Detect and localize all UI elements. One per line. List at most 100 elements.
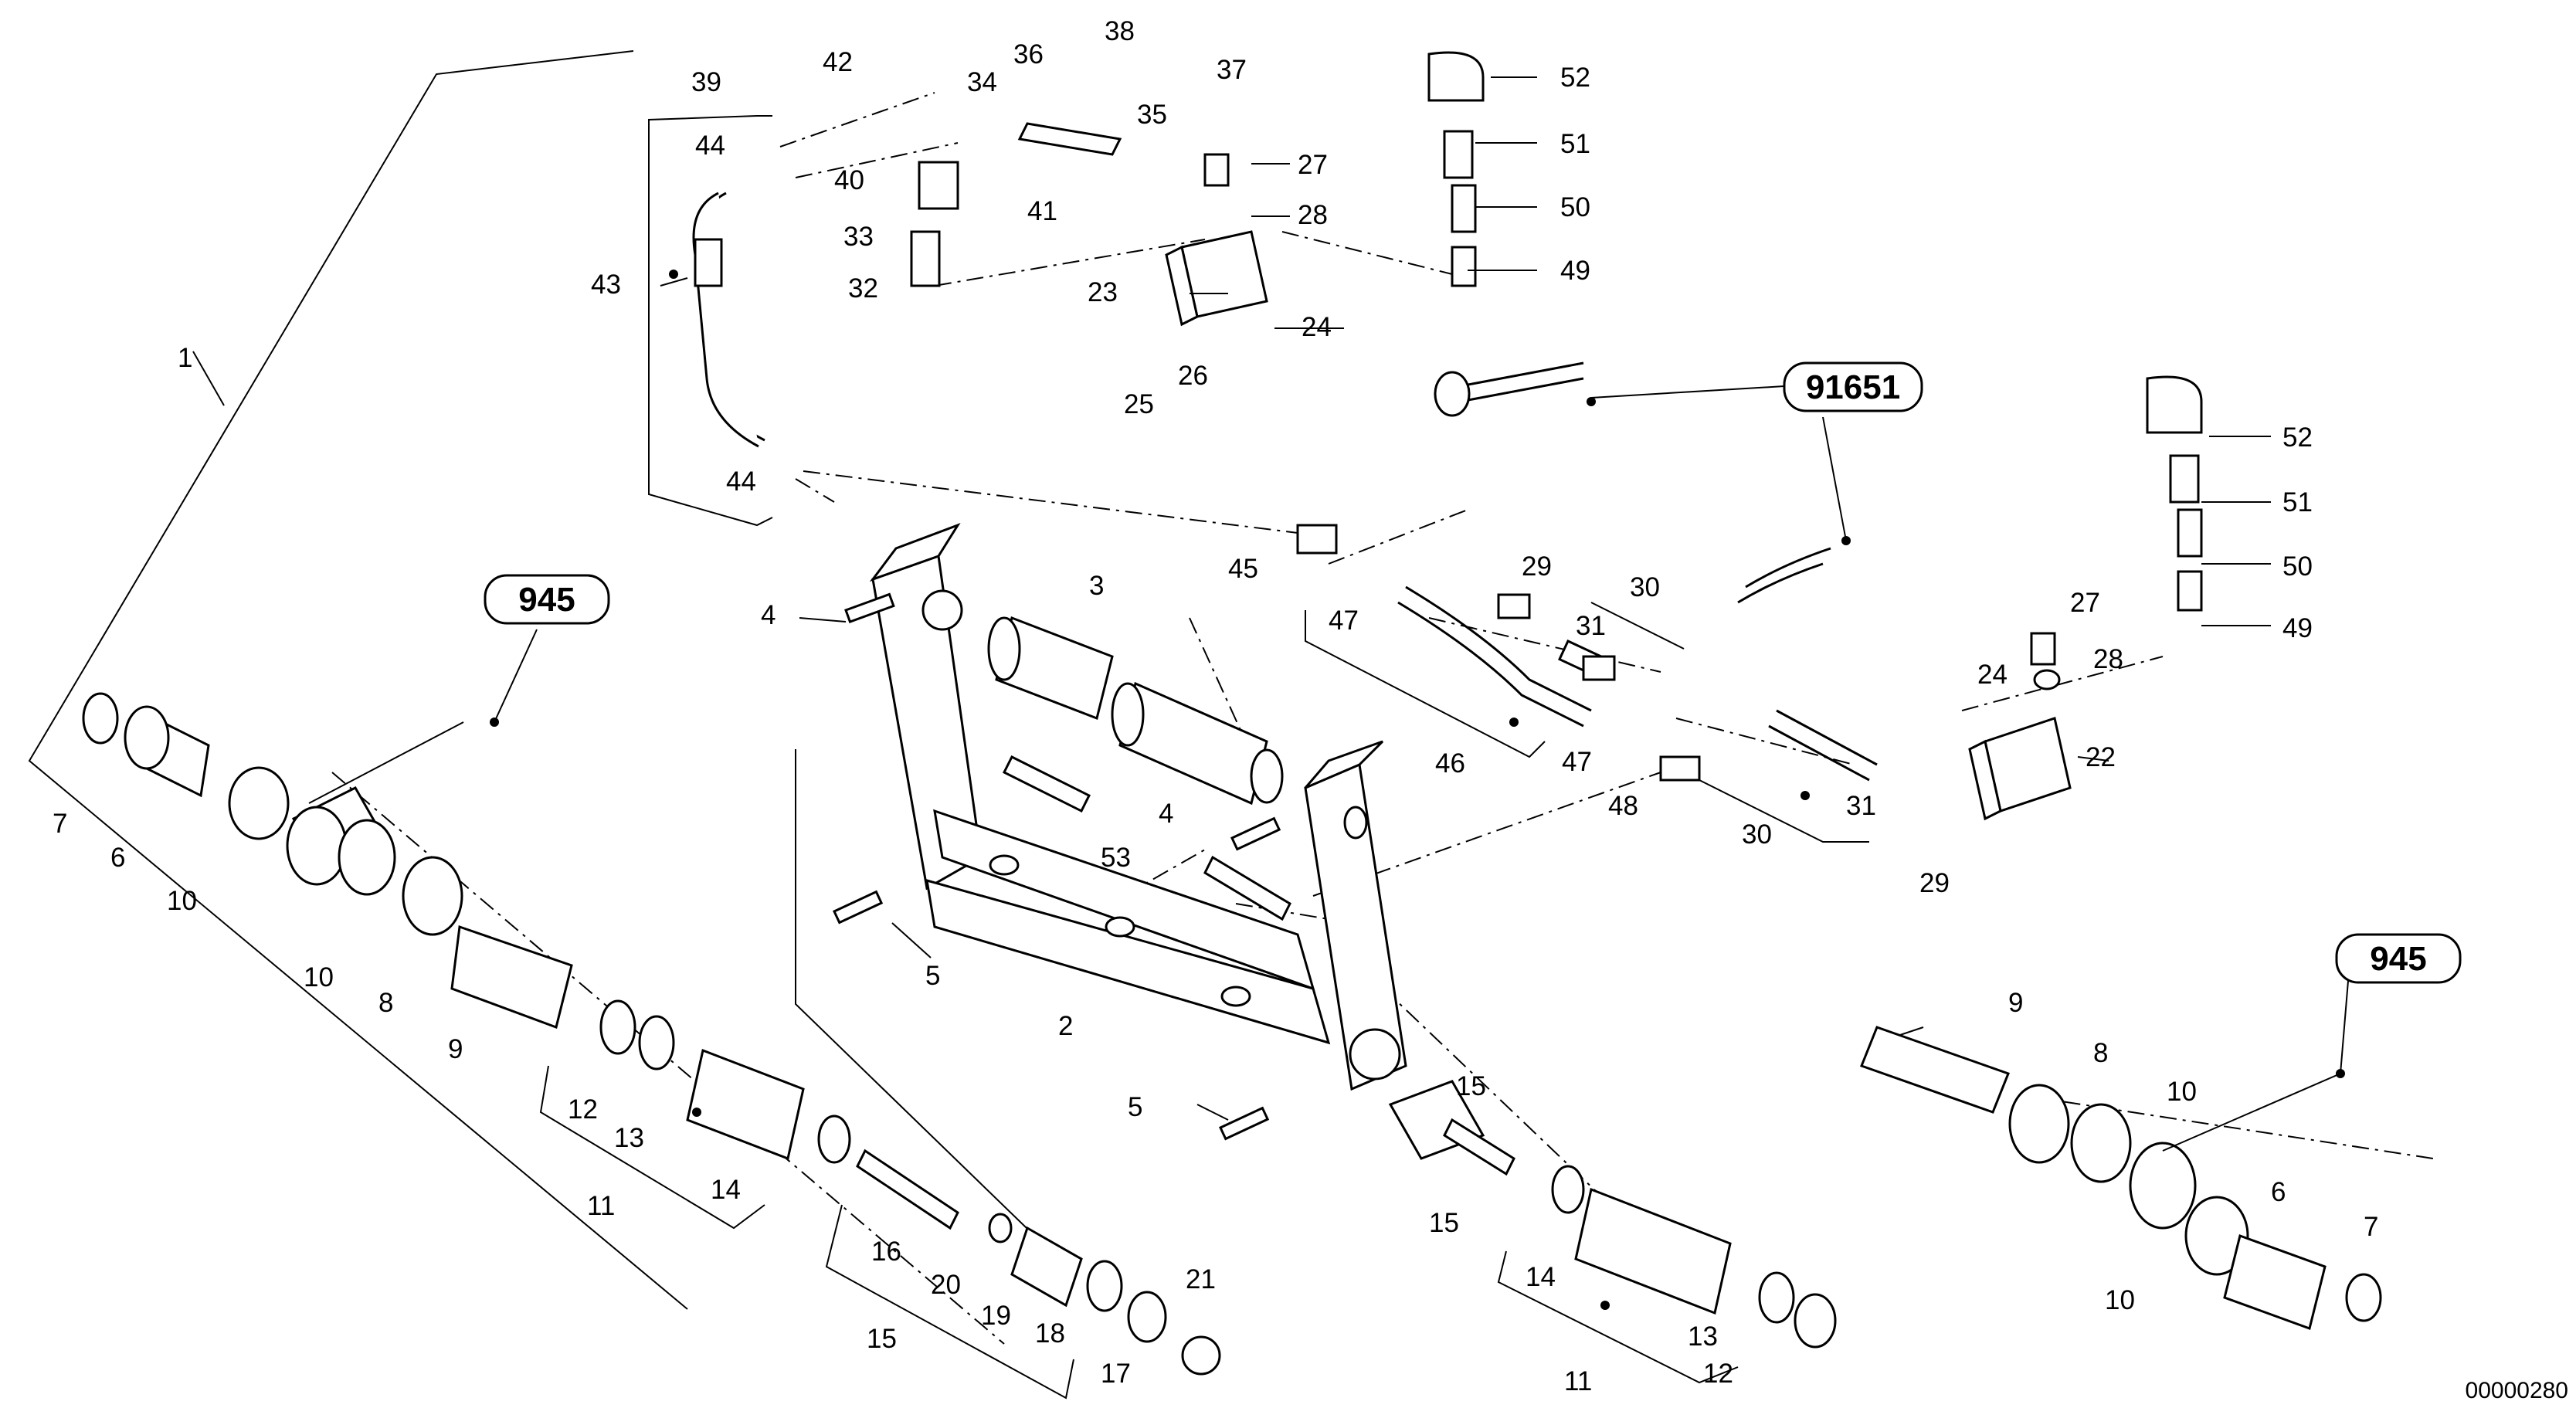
part-number: 16 xyxy=(871,1237,901,1267)
part-number: 49 xyxy=(1560,256,1590,286)
part-number: 3 xyxy=(1089,571,1104,601)
part-number: 15 xyxy=(1456,1071,1486,1101)
part-number: 9 xyxy=(448,1034,463,1064)
part-number: 10 xyxy=(304,962,334,992)
part-number: 22 xyxy=(2086,742,2116,772)
part-number: 29 xyxy=(1919,868,1950,898)
part-number: 12 xyxy=(1703,1359,1733,1389)
part-number: 12 xyxy=(568,1094,598,1125)
part-number: 14 xyxy=(711,1175,741,1205)
part-number: 28 xyxy=(1298,200,1328,230)
subgroup-brackets xyxy=(539,115,1924,1400)
part-number: 15 xyxy=(867,1324,897,1354)
part-number: 6 xyxy=(2271,1177,2286,1207)
document-id: 00000280 xyxy=(2466,1378,2568,1403)
part-number: 52 xyxy=(2282,422,2313,453)
part-number: 10 xyxy=(2167,1077,2197,1107)
part-number: 11 xyxy=(587,1191,615,1221)
part-number: 47 xyxy=(1329,606,1359,636)
part-number: 48 xyxy=(1608,791,1638,821)
part-number: 39 xyxy=(691,67,721,97)
part-number: 1 xyxy=(178,343,192,373)
valve-blocks xyxy=(910,51,2203,821)
part-number: 7 xyxy=(53,809,67,839)
part-number: 40 xyxy=(834,165,864,195)
part-number: 11 xyxy=(1564,1366,1592,1396)
part-number: 10 xyxy=(167,886,197,916)
part-number-labels: 1 2 3 4 4 5 5 6 6 7 7 8 8 9 9 10 10 10 1… xyxy=(53,16,2378,1396)
part-number: 46 xyxy=(1435,748,1465,779)
part-number: 35 xyxy=(1137,100,1167,130)
part-number: 31 xyxy=(1846,791,1876,821)
part-number: 25 xyxy=(1124,389,1154,419)
reference-callout-945-left: 945 xyxy=(484,574,610,625)
reference-label: 91651 xyxy=(1806,368,1900,406)
part-number: 30 xyxy=(1630,572,1660,602)
part-number: 9 xyxy=(2008,988,2023,1018)
reference-label: 945 xyxy=(2370,940,2426,978)
bolts xyxy=(833,592,1281,1141)
part-number: 4 xyxy=(761,600,776,630)
part-number: 45 xyxy=(1228,554,1258,584)
assembly-markers xyxy=(490,270,2345,1310)
part-number: 37 xyxy=(1217,55,1247,85)
part-number: 44 xyxy=(695,131,725,161)
part-number: 20 xyxy=(931,1270,961,1300)
part-number: 21 xyxy=(1186,1264,1216,1294)
sleeve-parts xyxy=(987,616,1284,806)
part-number: 53 xyxy=(1101,843,1131,873)
part-number: 4 xyxy=(1159,799,1173,829)
part-number: 41 xyxy=(1027,196,1057,226)
part-number: 32 xyxy=(848,273,878,304)
part-number: 29 xyxy=(1522,551,1552,582)
part-number: 33 xyxy=(843,222,874,252)
part-number: 31 xyxy=(1576,611,1606,641)
part-number: 18 xyxy=(1035,1318,1065,1349)
part-number: 50 xyxy=(1560,192,1590,222)
part-number: 13 xyxy=(614,1123,644,1153)
part-number: 52 xyxy=(1560,63,1590,93)
part-number: 15 xyxy=(1429,1208,1459,1238)
leader-lines xyxy=(308,76,2349,1152)
part-number: 24 xyxy=(1302,312,1332,342)
part-number: 17 xyxy=(1101,1359,1131,1389)
part-number: 34 xyxy=(967,67,997,97)
dowel-pins xyxy=(1002,755,1291,921)
part-number: 2 xyxy=(1058,1011,1073,1041)
part-number: 27 xyxy=(1298,150,1328,180)
part-number: 36 xyxy=(1013,39,1044,70)
part-number: 5 xyxy=(925,961,940,991)
part-number: 8 xyxy=(378,988,393,1018)
part-number: 27 xyxy=(2070,588,2100,618)
part-number: 49 xyxy=(2282,613,2313,643)
part-number: 43 xyxy=(591,270,621,300)
part-number: 10 xyxy=(2105,1285,2135,1315)
part-number: 13 xyxy=(1688,1321,1718,1352)
hydraulic-hoses xyxy=(692,192,1878,782)
part-number: 19 xyxy=(981,1301,1011,1331)
frame-assembly xyxy=(869,523,1407,1091)
left-pin-assembly xyxy=(82,692,1221,1376)
part-number: 42 xyxy=(823,47,853,77)
part-number: 23 xyxy=(1088,277,1118,307)
part-number: 47 xyxy=(1562,747,1592,777)
group-outline-1 xyxy=(28,50,688,1310)
part-number: 6 xyxy=(110,843,125,873)
part-number: 28 xyxy=(2093,644,2123,674)
part-number: 8 xyxy=(2093,1038,2108,1068)
part-number: 38 xyxy=(1105,16,1135,46)
part-number: 26 xyxy=(1178,361,1208,391)
part-number: 14 xyxy=(1526,1262,1556,1292)
right-pin-assembly xyxy=(1388,1026,2382,1349)
part-number: 7 xyxy=(2364,1212,2378,1242)
reference-label: 945 xyxy=(518,581,575,619)
part-number: 51 xyxy=(1560,129,1590,159)
part-number: 50 xyxy=(2282,551,2313,582)
part-number: 51 xyxy=(2282,487,2313,517)
reference-callout-91651: 91651 xyxy=(1783,361,1923,412)
part-number: 5 xyxy=(1128,1092,1142,1122)
reference-callout-945-right: 945 xyxy=(2335,933,2462,984)
part-number: 30 xyxy=(1742,819,1772,850)
part-number: 44 xyxy=(726,467,756,497)
